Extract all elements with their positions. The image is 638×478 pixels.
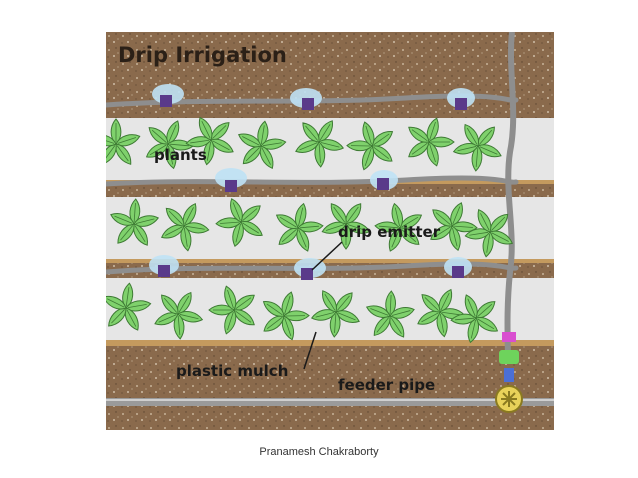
plant-icon [215,198,263,248]
plant-icon [106,282,152,331]
plant-icon [365,290,415,338]
plant-icon [321,203,371,250]
plant-icon [262,291,310,341]
emitter-icon [377,178,389,190]
plants-group [106,116,513,344]
emitter-icon [301,268,313,280]
plant-icon [408,117,455,167]
plant-icon [154,291,204,340]
pipe-connector-green [499,350,519,364]
plant-icon [464,209,513,258]
emitter-icon [452,266,464,278]
label-feeder-pipe: feeder pipe [338,376,435,394]
leader-lines [303,241,343,370]
label-plastic-mulch: plastic mulch [176,362,288,380]
drip-irrigation-diagram: Drip Irrigation plants drip emitter plas… [106,32,554,430]
plant-icon [417,288,466,338]
plant-icon [145,120,194,170]
label-plants: plants [154,146,207,164]
emitter-icon [302,98,314,110]
plant-icon [450,294,499,344]
drip-line-3 [106,261,519,275]
drip-lines [106,93,519,275]
plant-icon [185,116,234,166]
caption: Pranamesh Chakraborty [259,446,379,458]
pipe-connector-pink [502,332,516,342]
plant-icon [275,202,324,252]
label-drip-emitter: drip emitter [338,223,441,241]
emitter-icon [225,180,237,192]
diagram-title: Drip Irrigation [118,43,287,67]
emitters [158,95,467,280]
drip-line-1 [106,93,519,108]
drip-line-2 [106,175,519,187]
emitter-icon [158,265,170,277]
plant-icon [310,290,360,338]
plant-icon [452,123,502,172]
plant-icon [110,198,160,246]
valve-icon [495,385,523,413]
plant-icon [106,118,141,165]
plant-icon [208,285,255,335]
plant-icon [430,202,478,252]
plant-icon [161,203,210,252]
plant-icon [238,120,287,169]
emitter-icon [455,98,467,110]
plant-icon [346,121,394,171]
plant-icon [374,202,423,252]
feeder-pipe [106,32,554,406]
emitter-icon [160,95,172,107]
pipe-connector-blue [504,368,514,382]
plant-icon [295,120,345,168]
